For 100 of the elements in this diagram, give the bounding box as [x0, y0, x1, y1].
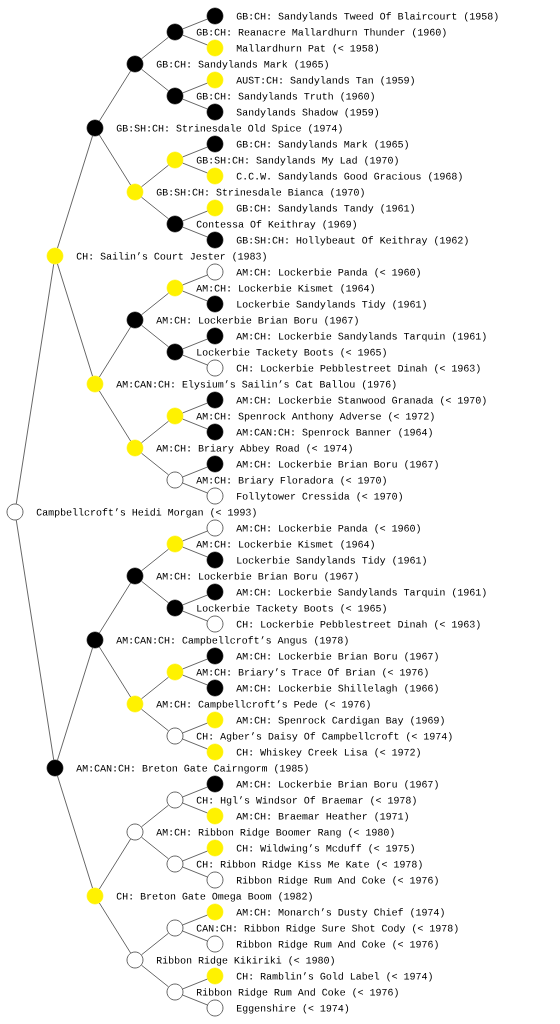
name-label: GB:SH:CH: Hollybeaut Of Keithray (1962) [236, 236, 468, 246]
name-label: Ribbon Ridge Rum And Coke (< 1976) [237, 876, 438, 886]
connector-line [141, 836, 169, 860]
connector-line [141, 548, 169, 572]
connector-line [141, 676, 169, 700]
connector-line [182, 914, 208, 926]
name-label: AM:CH: Braemar Heather (1971) [236, 812, 408, 822]
name-label: Campbellcroft’s Heidi Morgan (< 1993) [36, 508, 256, 518]
name-label: CH: Ribbon Ridge Kiss Me Kate (< 1978) [196, 860, 422, 870]
name-label: AM:CH: Lockerbie Brian Boru (1967) [236, 652, 438, 662]
name-label: AM:CAN:CH: Campbellcroft’s Angus (1978) [116, 636, 348, 646]
name-label: AM:CH: Lockerbie Panda (< 1960) [236, 268, 420, 278]
name-label: CH: Whiskey Creek Lisa (< 1972) [236, 748, 420, 758]
connector-line [182, 482, 208, 494]
connector-line [141, 324, 169, 348]
name-label: AM:CAN:CH: Spenrock Banner (1964) [236, 428, 432, 438]
name-label: CH: Ramblin’s Gold Label (< 1974) [236, 972, 432, 982]
name-label: GB:SH:CH: Strinesdale Bianca (1970) [156, 188, 364, 198]
name-label: AM:CH: Lockerbie Kismet (1964) [196, 540, 374, 550]
name-label: Ribbon Ridge Kikiriki (< 1980) [157, 956, 334, 966]
connector-line [182, 146, 208, 158]
name-label: CH: Lockerbie Pebblestreet Dinah (< 1963) [236, 364, 480, 374]
name-label: Lockerbie Sandylands Tidy (1961) [237, 556, 426, 566]
connector-line [182, 530, 208, 542]
connector-line [182, 290, 208, 302]
connector-line [99, 70, 131, 122]
connector-line [182, 930, 208, 942]
name-label: AM:CAN:CH: Breton Gate Cairngorm (1985) [76, 764, 308, 774]
name-label: CH: Breton Gate Omega Boom (1982) [116, 892, 312, 902]
name-label: AM:CH: Monarch’s Dusty Chief (1974) [236, 908, 444, 918]
name-label: AUST:CH: Sandylands Tan (1959) [236, 76, 414, 86]
name-label: AM:CH: Lockerbie Panda (< 1960) [236, 524, 420, 534]
name-label: Sandylands Shadow (1959) [236, 108, 378, 118]
connector-line [141, 292, 169, 316]
connector-line [182, 786, 208, 798]
connector-line [182, 978, 208, 990]
connector-line [99, 838, 131, 890]
name-label: GB:SH:CH: Strinesdale Old Spice (1974) [116, 124, 342, 134]
name-label: GB:CH: Sandylands Tweed Of Blaircourt (1958) [236, 12, 498, 22]
name-label: GB:CH: Sandylands Mark (1965) [156, 60, 328, 70]
name-label: CH: Lockerbie Pebblestreet Dinah (< 1963) [236, 620, 480, 630]
connector-line [141, 36, 169, 60]
connector-line [141, 420, 169, 444]
connector-line [99, 134, 131, 186]
connector-line [16, 263, 54, 505]
connector-line [57, 647, 93, 761]
connector-line [182, 546, 208, 558]
connector-line [141, 452, 169, 476]
name-label: Lockerbie Tackety Boots (< 1965) [197, 604, 386, 614]
name-label: Lockerbie Sandylands Tidy (1961) [237, 300, 426, 310]
connector-line [182, 162, 208, 174]
name-label: AM:CH: Lockerbie Stanwood Granada (< 1970) [236, 396, 486, 406]
connector-line [99, 646, 131, 698]
connector-line [141, 964, 169, 988]
name-label: AM:CAN:CH: Elysium’s Sailin’s Cat Ballou (1976) [116, 380, 396, 390]
connector-line [182, 722, 208, 734]
connector-line [57, 263, 93, 377]
connector-line [141, 68, 169, 92]
name-label: CH: Sailin’s Court Jester (1983) [76, 252, 266, 262]
name-label: Follytower Cressida (< 1970) [237, 492, 402, 502]
connector-line [182, 82, 208, 94]
name-label: AM:CH: Briary Floradora (< 1970) [196, 476, 386, 486]
connector-line [182, 34, 208, 46]
connector-line [182, 594, 208, 606]
name-label: Lockerbie Tackety Boots (< 1965) [197, 348, 386, 358]
connector-line [182, 98, 208, 110]
name-label: AM:CH: Ribbon Ridge Boomer Rang (< 1980) [156, 828, 394, 838]
name-label: GB:CH: Sandylands Mark (1965) [236, 140, 408, 150]
connector-line [16, 519, 54, 761]
connector-line [182, 18, 208, 30]
connector-line [182, 674, 208, 686]
connector-line [141, 196, 169, 220]
connector-line [141, 580, 169, 604]
connector-line [182, 210, 208, 222]
connector-line [99, 902, 131, 954]
connector-line [182, 802, 208, 814]
connector-line [141, 164, 169, 188]
connector-line [99, 582, 131, 634]
connector-line [182, 866, 208, 878]
connector-line [182, 610, 208, 622]
name-label: AM:CH: Lockerbie Sandylands Tarquin (1961) [236, 332, 486, 342]
name-label: CH: Hgl’s Windsor Of Braemar (< 1978) [196, 796, 416, 806]
connector-line [182, 418, 208, 430]
connector-line [182, 466, 208, 478]
name-label: AM:CH: Lockerbie Brian Boru (1967) [236, 780, 438, 790]
connector-line [99, 390, 131, 442]
name-label: GB:CH: Reanacre Mallardhurn Thunder (1960) [196, 28, 446, 38]
name-label: AM:CH: Lockerbie Sandylands Tarquin (1961) [236, 588, 486, 598]
connector-line [182, 402, 208, 414]
connector-line [141, 708, 169, 732]
name-label: AM:CH: Lockerbie Brian Boru (1967) [156, 316, 358, 326]
name-label: AM:CH: Campbellcroft’s Pede (< 1976) [156, 700, 370, 710]
name-label: AM:CH: Spenrock Anthony Adverse (< 1972) [196, 412, 434, 422]
name-label: Ribbon Ridge Rum And Coke (< 1976) [197, 988, 398, 998]
name-label: Mallardhurn Pat (< 1958) [236, 44, 378, 54]
name-label: CAN:CH: Ribbon Ridge Sure Shot Cody (< 1978) [196, 924, 458, 934]
name-label: AM:CH: Lockerbie Shillelagh (1966) [236, 684, 438, 694]
connector-line [182, 226, 208, 238]
name-label: CH: Wildwing’s Mcduff (< 1975) [236, 844, 414, 854]
name-label: GB:CH: Sandylands Tandy (1961) [236, 204, 414, 214]
